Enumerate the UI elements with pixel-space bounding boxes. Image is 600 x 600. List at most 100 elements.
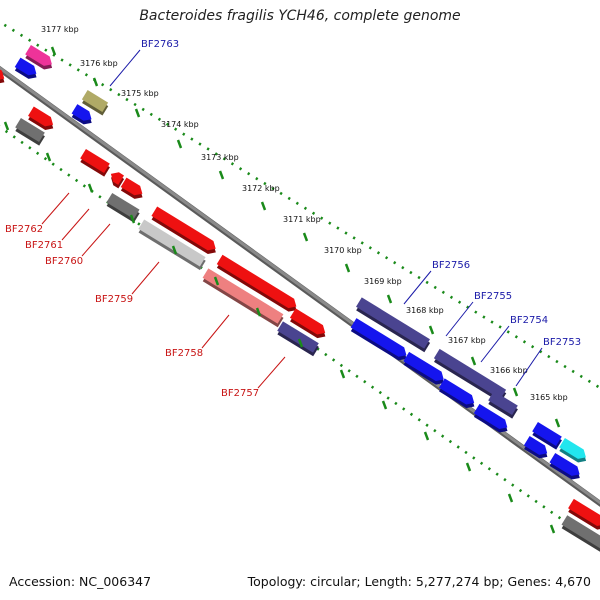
tick-marks: 3177 kbp 3176 kbp 3175 kbp 3174 kbp 3173 kbp… [3, 25, 568, 534]
gene-blue-r3[interactable] [437, 378, 478, 411]
gene-red-edge[interactable] [0, 68, 9, 87]
gene-red-long[interactable] [215, 254, 301, 315]
tick-label: 3176 kbp [80, 59, 118, 68]
lower-tick-mark [381, 400, 388, 410]
lower-tick-mark [507, 493, 514, 503]
label-leader-line [131, 261, 160, 295]
gene-cyan[interactable] [558, 437, 591, 466]
upper-tick-mark [176, 139, 183, 149]
gene-bf2758[interactable] [201, 268, 285, 328]
upper-tick-mark [512, 387, 519, 397]
lower-tick-mark [339, 369, 346, 379]
genome-backbone [0, 65, 600, 507]
tick-label: 3166 kbp [490, 366, 528, 375]
lower-tick-mark [87, 183, 94, 193]
gene-bf2754[interactable] [487, 390, 520, 419]
upper-tick-mark [134, 108, 141, 118]
tick-label: 3168 kbp [406, 306, 444, 315]
gene-label-bf2759[interactable]: BF2759 [95, 294, 133, 305]
gene-red-l4[interactable] [119, 177, 147, 202]
accession-text: Accession: NC_006347 [9, 574, 152, 589]
upper-tick-mark [344, 263, 351, 273]
tick-label: 3169 kbp [364, 277, 402, 286]
lower-tick-mark [3, 121, 10, 131]
label-leader-line [445, 301, 474, 337]
gene-blue-r7[interactable] [548, 452, 584, 483]
upper-dot-rail [0, 20, 600, 390]
gene-grey-l1[interactable] [14, 117, 47, 146]
upper-tick-mark [260, 201, 267, 211]
lower-tick-mark [129, 214, 136, 224]
upper-tick-mark [428, 325, 435, 335]
backbone-line [0, 66, 600, 505]
gene-label-bf2763[interactable]: BF2763 [141, 39, 179, 50]
lower-tick-mark [549, 524, 556, 534]
tick-label: 3170 kbp [324, 246, 362, 255]
gene-olive[interactable] [80, 90, 109, 116]
gene-label-bf2757[interactable]: BF2757 [221, 388, 259, 399]
upper-tick-mark [554, 418, 561, 428]
tick-label: 3165 kbp [530, 393, 568, 402]
tick-label: 3172 kbp [242, 184, 280, 193]
gene-red-l1[interactable] [26, 106, 57, 134]
map-title: Bacteroides fragilis YCH46, complete gen… [139, 8, 461, 24]
gene-label-bf2754[interactable]: BF2754 [510, 315, 548, 326]
label-leader-line [403, 270, 432, 305]
upper-tick-mark [92, 77, 99, 87]
gene-red-br[interactable] [567, 498, 600, 533]
tick-label: 3171 kbp [283, 215, 321, 224]
genome-summary-text: Topology: circular; Length: 5,277,274 bp… [247, 574, 591, 589]
lower-tick-mark [255, 307, 262, 317]
lower-tick-mark [45, 152, 52, 162]
lower-tick-mark [171, 245, 178, 255]
gene-blue-r5[interactable] [531, 421, 564, 450]
gene-blue-r2[interactable] [402, 351, 449, 388]
gene-label-bf2758[interactable]: BF2758 [165, 348, 203, 359]
backbone-shadow [0, 65, 600, 507]
lower-tick-mark [423, 431, 430, 441]
gene-blue-r1[interactable] [349, 318, 411, 363]
gene-red-l3[interactable] [106, 169, 125, 189]
label-leader-line [109, 49, 141, 87]
tick-label: 3167 kbp [448, 336, 486, 345]
upper-tick-mark [218, 170, 225, 180]
tick-label: 3173 kbp [201, 153, 239, 162]
gene-label-bf2755[interactable]: BF2755 [474, 291, 512, 302]
gene-bf2759[interactable] [150, 206, 220, 258]
gene-red-l2[interactable] [79, 148, 112, 177]
label-leader-line [61, 208, 90, 241]
gene-blue-r6[interactable] [522, 436, 551, 462]
gene-label-bf2753[interactable]: BF2753 [543, 337, 581, 348]
gene-pink-top[interactable] [24, 44, 57, 73]
tick-label: 3177 kbp [41, 25, 79, 34]
gene-label-bf2756[interactable]: BF2756 [432, 260, 470, 271]
gene-label-bf2760[interactable]: BF2760 [45, 256, 83, 267]
gene-bf2755[interactable] [432, 348, 508, 403]
gene-arrows [0, 44, 600, 553]
tick-label: 3175 kbp [121, 89, 159, 98]
gene-blue-small[interactable] [70, 104, 96, 127]
upper-tick-mark [302, 232, 309, 242]
lower-tick-mark [297, 338, 304, 348]
gene-label-bf2762[interactable]: BF2762 [5, 224, 43, 235]
label-leader-line [201, 314, 230, 349]
gene-bf2756[interactable] [354, 297, 431, 353]
gene-red-l5[interactable] [288, 308, 329, 341]
label-leader-line [480, 325, 510, 363]
gene-bf2757[interactable] [276, 321, 321, 357]
upper-tick-mark [470, 356, 477, 366]
gene-label-bf2761[interactable]: BF2761 [25, 240, 63, 251]
tick-dot-lines [0, 20, 600, 548]
label-leader-line [515, 347, 543, 387]
lower-tick-mark [213, 276, 220, 286]
gene-blue-r4[interactable] [472, 403, 512, 436]
label-leader-line [41, 192, 70, 225]
lower-tick-mark [465, 462, 472, 472]
upper-tick-mark [50, 46, 57, 56]
gene-blue-top[interactable] [13, 57, 41, 82]
label-leader-line [81, 223, 111, 257]
tick-label: 3174 kbp [161, 120, 199, 129]
gene-grey-br[interactable] [560, 515, 600, 553]
